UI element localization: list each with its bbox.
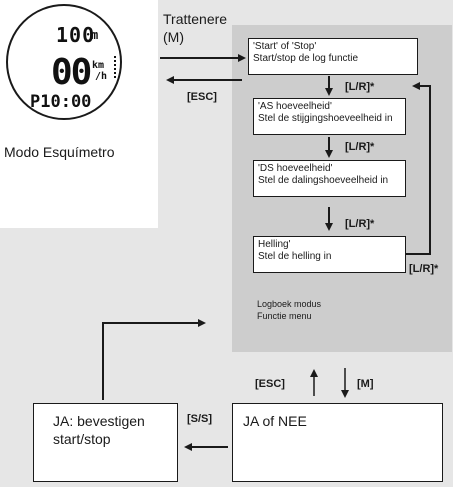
ds-box: 'DS hoeveelheid' Stel de dalingshoeveelh…: [253, 160, 406, 197]
esc-label-top: [ESC]: [187, 91, 217, 103]
watch-line2-unit2: /h: [95, 71, 108, 82]
as-box: 'AS hoeveelheid' Stel de stijgingshoevee…: [253, 98, 406, 135]
logbook-line2: Functie menu: [257, 311, 312, 321]
m-label-bottom: [M]: [357, 378, 374, 390]
hold-label-line2: (M): [163, 29, 184, 45]
ja-confirm-line2: start/stop: [53, 431, 111, 447]
as-desc: Stel de stijgingshoeveelheid in: [258, 113, 393, 124]
hold-label-line1: Trattenere: [163, 11, 228, 27]
logbook-line1: Logboek modus: [257, 299, 322, 309]
ja-confirm-line1: JA: bevestigen: [53, 413, 145, 429]
start-stop-title: 'Start' of 'Stop': [253, 41, 317, 52]
as-title: 'AS hoeveelheid': [258, 101, 332, 112]
watch-indicator-dots: [114, 56, 119, 78]
ja-nee-text: JA of NEE: [243, 413, 307, 429]
watch-line1-unit: m: [91, 28, 99, 42]
lr-label-4: [L/R]*: [409, 263, 439, 275]
start-stop-box: 'Start' of 'Stop' Start/stop de log func…: [248, 38, 418, 75]
watch-line2-value: 00: [51, 52, 92, 93]
watch-line3-value: P10:00: [30, 92, 92, 112]
loop-back-line: [406, 82, 431, 255]
start-stop-desc: Start/stop de log functie: [253, 53, 359, 64]
watch-line1-value: 100: [56, 23, 96, 47]
mode-label: Modo Esquímetro: [4, 144, 115, 160]
ja-nee-box: JA of NEE: [232, 403, 443, 482]
lr-label-1: [L/R]*: [345, 81, 375, 93]
watch-face: [6, 4, 122, 120]
esc-label-bottom: [ESC]: [255, 378, 285, 390]
lr-label-3: [L/R]*: [345, 218, 375, 230]
ss-label: [S/S]: [187, 413, 213, 425]
ds-desc: Stel de dalingshoeveelheid in: [258, 175, 389, 186]
ds-title: 'DS hoeveelheid': [258, 163, 333, 174]
helling-box: Helling' Stel de helling in: [253, 236, 406, 273]
helling-title: Helling': [258, 239, 291, 250]
watch-line2-unit: km: [92, 60, 105, 71]
ja-confirm-box: JA: bevestigen start/stop: [33, 403, 178, 482]
return-path: [102, 319, 206, 400]
helling-desc: Stel de helling in: [258, 251, 332, 262]
lr-label-2: [L/R]*: [345, 141, 375, 153]
